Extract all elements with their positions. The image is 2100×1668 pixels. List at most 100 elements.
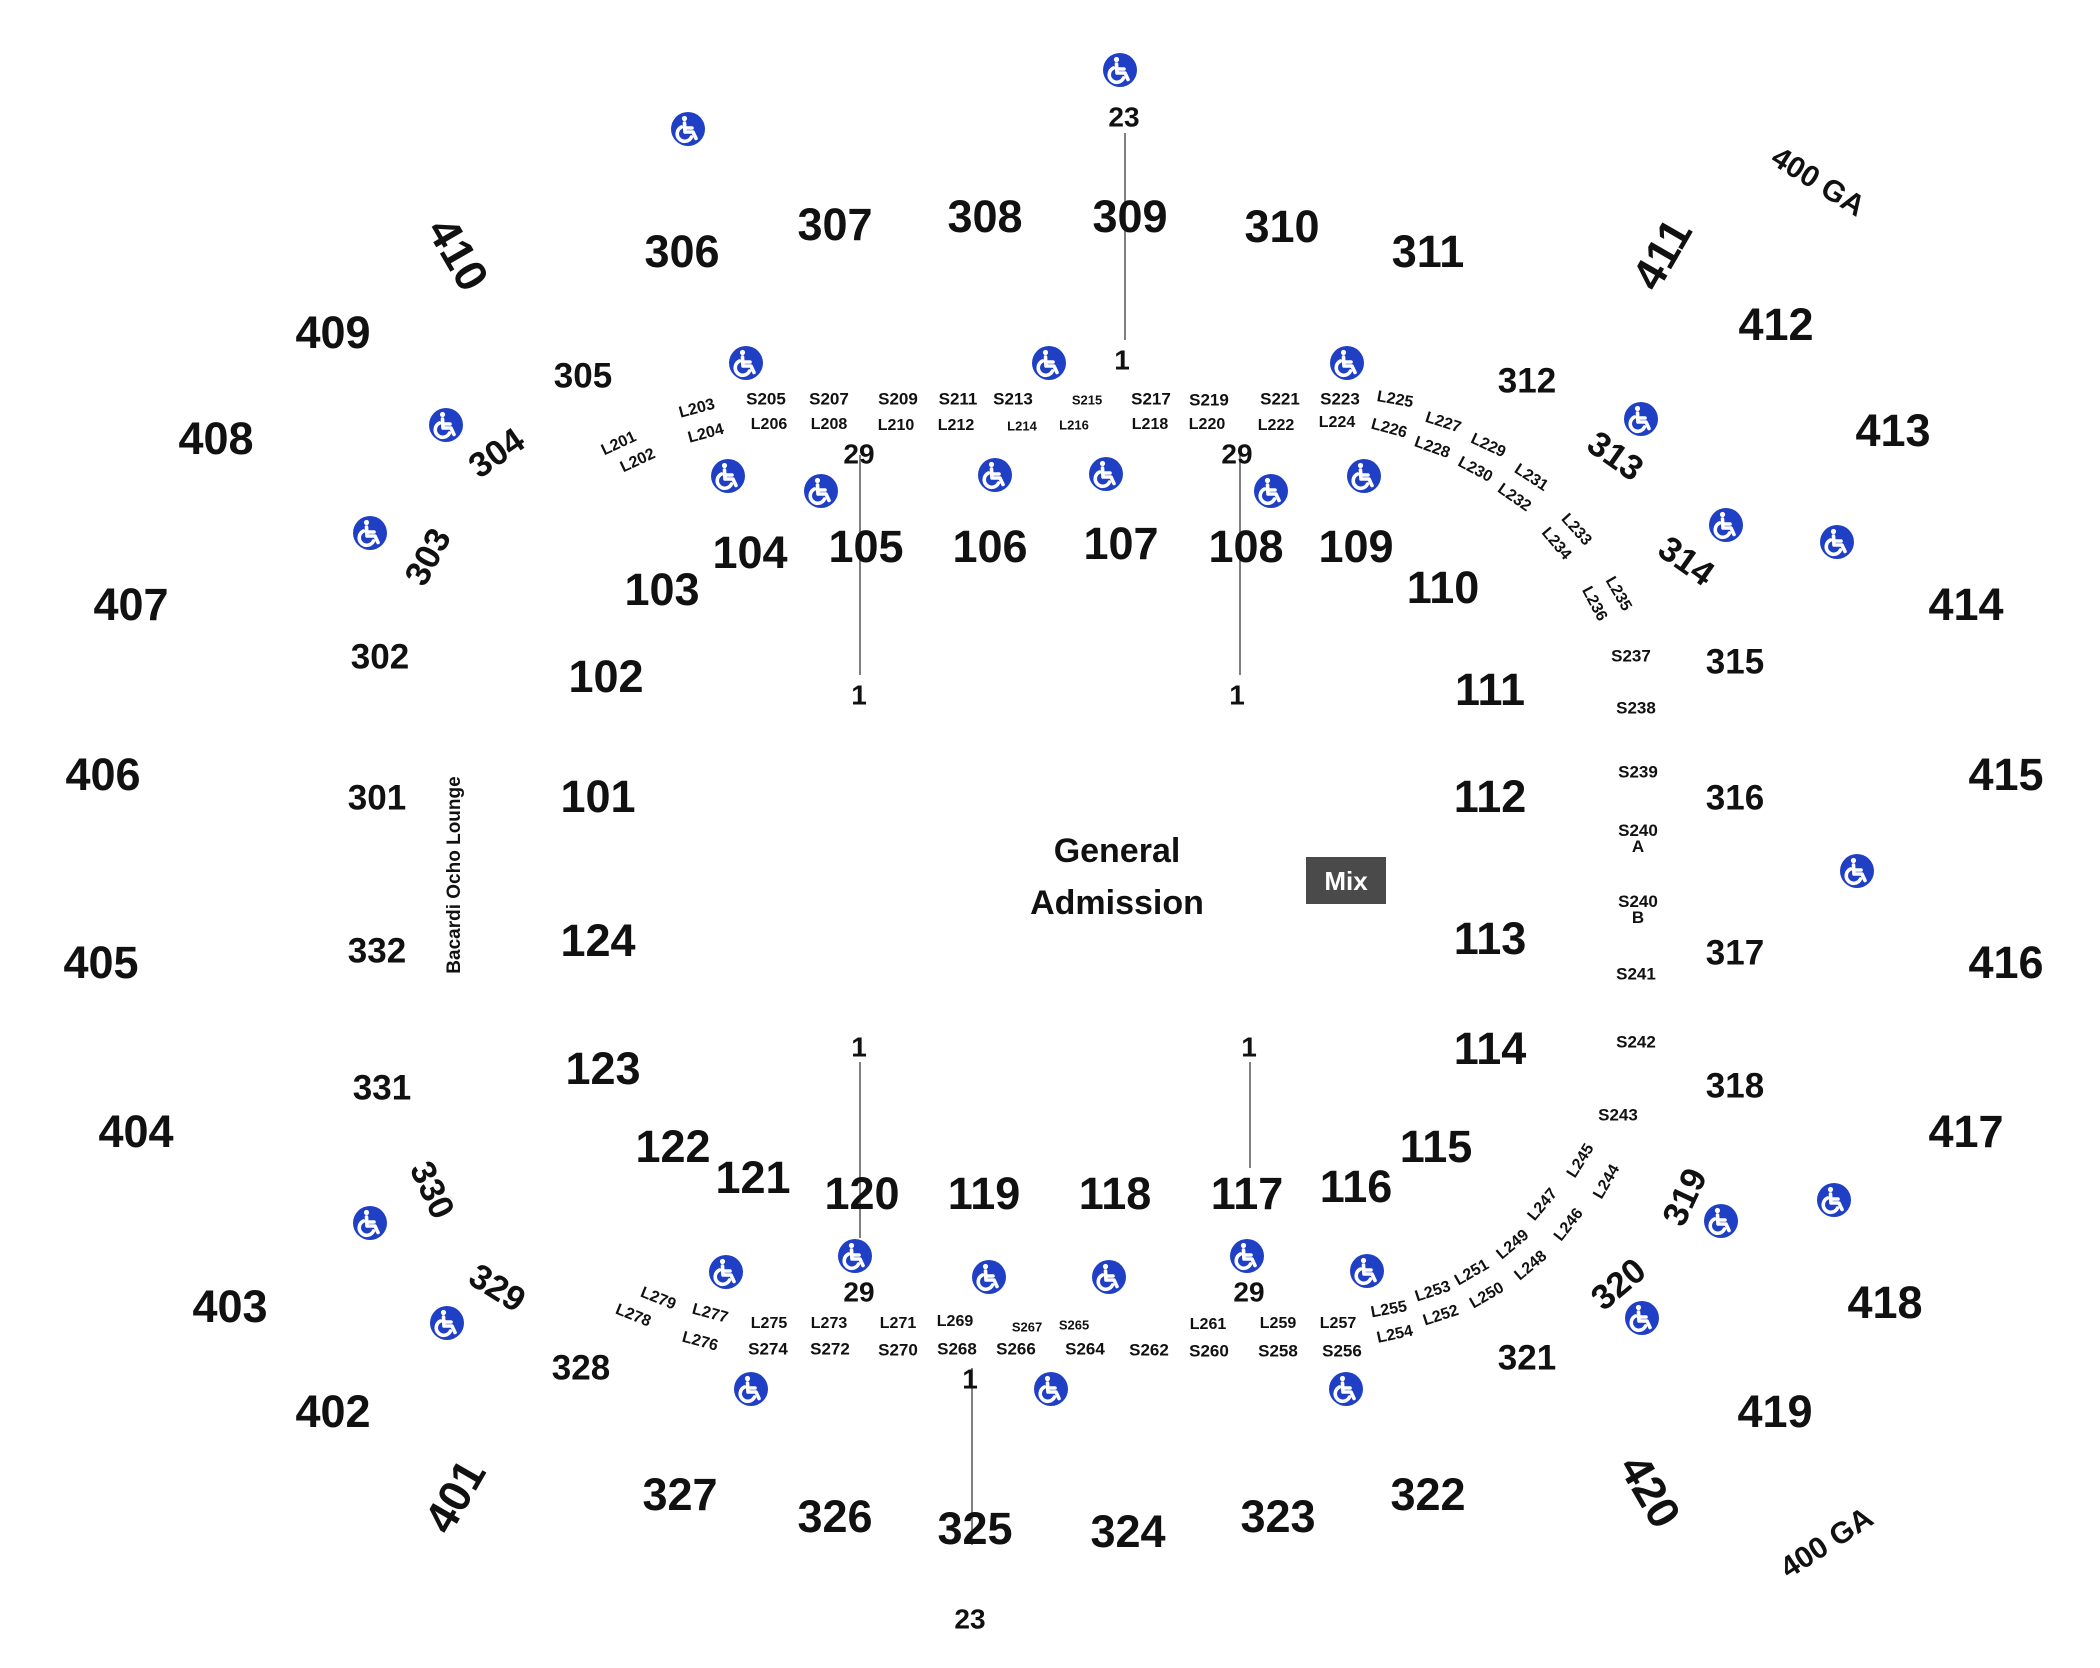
section-417[interactable]: 417 [1928, 1106, 2003, 1157]
section-304[interactable]: 304 [462, 420, 533, 486]
section-414[interactable]: 414 [1928, 579, 2003, 630]
section-406[interactable]: 406 [65, 749, 140, 800]
section-318[interactable]: 318 [1706, 1066, 1764, 1105]
suite-S265[interactable]: S265 [1059, 1317, 1089, 1332]
loge-L245[interactable]: L245 [1564, 1141, 1598, 1181]
section-109[interactable]: 109 [1318, 521, 1393, 572]
loge-L277[interactable]: L277 [690, 1301, 730, 1327]
suite-S219[interactable]: S219 [1189, 390, 1229, 409]
suite-S209[interactable]: S209 [878, 389, 918, 408]
section-413[interactable]: 413 [1855, 405, 1930, 456]
loge-L218[interactable]: L218 [1132, 416, 1169, 433]
section-103[interactable]: 103 [624, 564, 699, 615]
section-420[interactable]: 420 [1609, 1446, 1691, 1537]
section-101[interactable]: 101 [560, 771, 635, 822]
section-322[interactable]: 322 [1390, 1469, 1465, 1520]
section-310[interactable]: 310 [1244, 201, 1319, 252]
suite-S242[interactable]: S242 [1616, 1032, 1656, 1051]
suite-S205[interactable]: S205 [746, 389, 786, 408]
loge-L214[interactable]: L214 [1007, 418, 1037, 433]
loge-L203[interactable]: L203 [677, 396, 717, 422]
loge-L208[interactable]: L208 [811, 416, 848, 433]
loge-L261[interactable]: L261 [1190, 1316, 1227, 1333]
section-415[interactable]: 415 [1968, 749, 2043, 800]
loge-L255[interactable]: L255 [1370, 1298, 1409, 1321]
loge-L226[interactable]: L226 [1369, 416, 1409, 442]
bacardi-ocho-lounge-label[interactable]: Bacardi Ocho Lounge [444, 776, 465, 973]
suite-S266[interactable]: S266 [996, 1339, 1036, 1358]
suite-S274[interactable]: S274 [748, 1339, 788, 1358]
section-419[interactable]: 419 [1737, 1386, 1812, 1437]
loge-L279[interactable]: L279 [638, 1284, 678, 1313]
suite-S258[interactable]: S258 [1258, 1341, 1298, 1360]
section-321[interactable]: 321 [1498, 1338, 1556, 1377]
section-107[interactable]: 107 [1083, 518, 1158, 569]
loge-L246[interactable]: L246 [1551, 1205, 1587, 1244]
section-315[interactable]: 315 [1706, 642, 1764, 681]
section-402[interactable]: 402 [295, 1386, 370, 1437]
loge-L259[interactable]: L259 [1260, 1315, 1297, 1332]
loge-L247[interactable]: L247 [1525, 1185, 1562, 1224]
loge-L230[interactable]: L230 [1455, 454, 1495, 486]
loge-L278[interactable]: L278 [613, 1301, 653, 1330]
section-327[interactable]: 327 [642, 1469, 717, 1520]
suite-S256[interactable]: S256 [1322, 1341, 1362, 1360]
section-114[interactable]: 114 [1454, 1023, 1527, 1074]
section-316[interactable]: 316 [1706, 778, 1764, 817]
loge-L253[interactable]: L253 [1413, 1278, 1453, 1305]
section-115[interactable]: 115 [1400, 1121, 1473, 1172]
section-110[interactable]: 110 [1407, 562, 1480, 613]
section-117[interactable]: 117 [1211, 1168, 1284, 1219]
section-328[interactable]: 328 [552, 1348, 610, 1387]
section-418[interactable]: 418 [1847, 1277, 1922, 1328]
loge-L222[interactable]: L222 [1258, 417, 1295, 434]
section-309[interactable]: 309 [1092, 191, 1167, 242]
section-416[interactable]: 416 [1968, 937, 2043, 988]
section-305[interactable]: 305 [554, 356, 612, 395]
section-113[interactable]: 113 [1454, 913, 1527, 964]
section-120[interactable]: 120 [824, 1168, 899, 1219]
section-323[interactable]: 323 [1240, 1491, 1315, 1542]
section-119[interactable]: 119 [948, 1168, 1021, 1219]
section-410[interactable]: 410 [417, 209, 499, 300]
ga-400-label[interactable]: 400 GA [1774, 1501, 1879, 1585]
suite-S270[interactable]: S270 [878, 1340, 918, 1359]
section-123[interactable]: 123 [565, 1043, 640, 1094]
loge-L210[interactable]: L210 [878, 417, 915, 434]
loge-L220[interactable]: L220 [1189, 416, 1226, 433]
suite-S262[interactable]: S262 [1129, 1340, 1169, 1359]
section-311[interactable]: 311 [1392, 226, 1465, 277]
section-116[interactable]: 116 [1320, 1161, 1393, 1212]
section-124[interactable]: 124 [560, 915, 635, 966]
section-104[interactable]: 104 [712, 527, 787, 578]
section-301[interactable]: 301 [348, 778, 406, 817]
section-105[interactable]: 105 [828, 521, 903, 572]
ga-400-label[interactable]: 400 GA [1765, 141, 1870, 224]
loge-L248[interactable]: L248 [1511, 1247, 1550, 1284]
loge-L212[interactable]: L212 [938, 417, 975, 434]
loge-L269[interactable]: L269 [937, 1313, 974, 1330]
suite-S239[interactable]: S239 [1618, 762, 1658, 781]
section-317[interactable]: 317 [1706, 933, 1764, 972]
suite-S223[interactable]: S223 [1320, 389, 1360, 408]
section-412[interactable]: 412 [1738, 299, 1813, 350]
section-112[interactable]: 112 [1454, 771, 1527, 822]
section-331[interactable]: 331 [353, 1068, 411, 1107]
loge-L252[interactable]: L252 [1421, 1302, 1461, 1329]
section-314[interactable]: 314 [1651, 528, 1722, 594]
loge-L227[interactable]: L227 [1423, 409, 1463, 436]
suite-S217[interactable]: S217 [1131, 389, 1171, 408]
section-106[interactable]: 106 [952, 521, 1027, 572]
section-404[interactable]: 404 [98, 1106, 173, 1157]
section-306[interactable]: 306 [644, 226, 719, 277]
suite-S215[interactable]: S215 [1072, 392, 1102, 407]
section-122[interactable]: 122 [635, 1121, 710, 1172]
section-409[interactable]: 409 [295, 307, 370, 358]
section-102[interactable]: 102 [568, 651, 643, 702]
loge-L275[interactable]: L275 [751, 1315, 788, 1332]
suite-S211[interactable]: S211 [939, 389, 978, 408]
suite-S238[interactable]: S238 [1616, 698, 1656, 717]
general-admission-label[interactable]: General [1054, 832, 1181, 870]
